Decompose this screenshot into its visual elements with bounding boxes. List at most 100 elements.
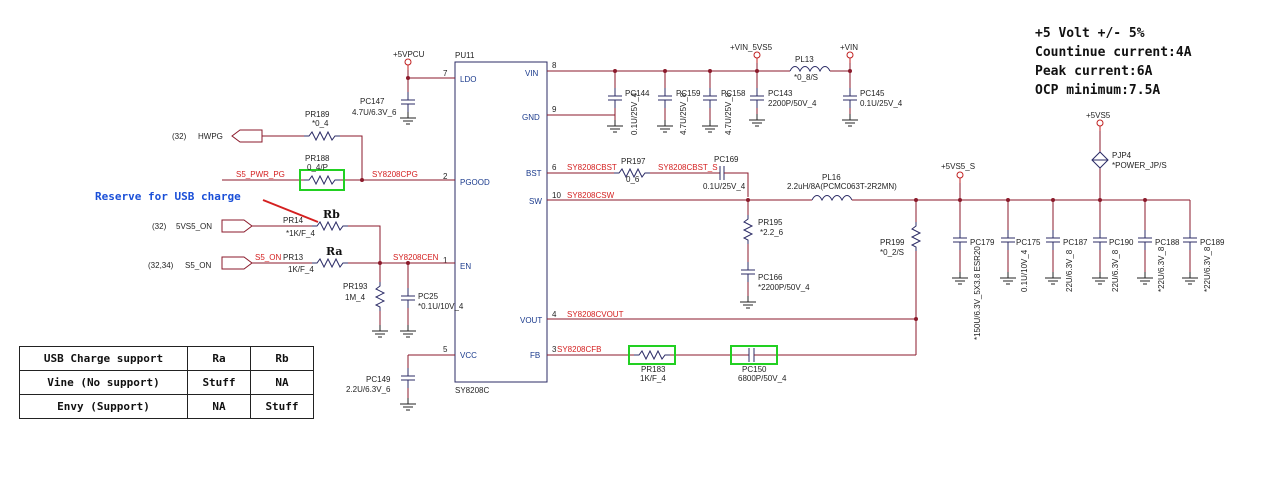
ground-icon [1091, 271, 1109, 285]
resistor-icon [303, 131, 341, 141]
pjp4-val: *POWER_JP/S [1112, 161, 1167, 170]
hwpg-port-icon [231, 129, 263, 143]
pr193-val: 1M_4 [345, 293, 366, 302]
rail-5vs5-s: +5VS5_S [941, 162, 975, 171]
ground-icon [606, 119, 624, 133]
pc149-val: 2.2U/6.3V_6 [346, 385, 391, 394]
table-cell: Rb [250, 346, 314, 371]
pin-num-9: 9 [552, 105, 557, 114]
net-s5-on: S5_ON [255, 253, 281, 262]
usb-charge-table: USB Charge support Ra Rb Vine (No suppor… [19, 346, 314, 419]
ground-icon [371, 324, 389, 338]
capacitor-icon [400, 287, 416, 309]
spec-continuous-current: Countinue current:4A [1035, 45, 1192, 60]
pl16-ref: PL16 [822, 173, 841, 182]
pc150-val: 6800P/50V_4 [738, 374, 787, 383]
junction-dot [613, 69, 617, 73]
pr193-ref: PR193 [343, 282, 368, 291]
pin-name-vin: VIN [525, 69, 539, 78]
power-symbol-icon [404, 58, 412, 71]
power-symbol-icon [956, 171, 964, 184]
capacitor-icon [400, 91, 416, 113]
table-cell: NA [187, 394, 251, 419]
junction-dot [1051, 198, 1055, 202]
hwpg-ref: (32) [172, 132, 187, 141]
table-cell: Envy (Support) [19, 394, 188, 419]
pin-name-sw: SW [529, 197, 542, 206]
junction-dot [360, 178, 364, 182]
power-symbol-icon [753, 51, 761, 64]
net-sy8208cpg: SY8208CPG [372, 170, 418, 179]
resistor-icon [311, 258, 349, 268]
pc190-ref: PC190 [1109, 238, 1134, 247]
pjp4-ref: PJP4 [1112, 151, 1132, 160]
capacitor-icon [748, 348, 755, 362]
table-row: Envy (Support) NA Stuff [19, 394, 314, 419]
capacitor-icon [842, 87, 858, 109]
ground-icon [399, 324, 417, 338]
pc145-ref: PC145 [860, 89, 885, 98]
highlight-pc150 [730, 345, 778, 365]
pl13-val: *0_8/S [794, 73, 818, 82]
wire [614, 71, 758, 88]
ground-icon [748, 113, 766, 127]
rail-5vpcu: +5VPCU [393, 50, 425, 59]
pc188-val: *22U/6.3V_8 [1157, 246, 1166, 292]
rb-label: Rb [323, 208, 340, 221]
ground-icon [841, 113, 859, 127]
vs5-on-port-icon [221, 219, 253, 233]
pr199-ref: PR199 [880, 238, 905, 247]
net-sy8208cfb: SY8208CFB [557, 345, 601, 354]
junction-dot [708, 69, 712, 73]
junction-dot [958, 198, 962, 202]
ground-icon [701, 119, 719, 133]
resistor-icon [633, 350, 671, 360]
pc150-ref: PC150 [742, 365, 767, 374]
s5-on-port-icon [221, 256, 253, 270]
resistor-icon [375, 281, 385, 312]
pin-name-gnd: GND [522, 113, 540, 122]
pc147-val: 4.7U/6.3V_6 [352, 108, 397, 117]
pin-name-vout: VOUT [520, 316, 542, 325]
net-sy8208cen: SY8208CEN [393, 253, 439, 262]
junction-dot [914, 317, 918, 321]
wire [724, 172, 749, 197]
capacitor-icon [1000, 229, 1016, 251]
jumper-icon [1091, 151, 1109, 169]
pin-name-fb: FB [530, 351, 540, 360]
resistor-icon [303, 175, 341, 185]
junction-dot [1006, 198, 1010, 202]
junction-dot [406, 76, 410, 80]
pr13-ref: PR13 [283, 253, 304, 262]
pc188-ref: PC188 [1155, 238, 1180, 247]
capacitor-icon [749, 87, 765, 109]
pin-num-2: 2 [443, 172, 448, 181]
pin-name-pgood: PGOOD [460, 178, 490, 187]
output-capacitors [951, 200, 1199, 285]
table-cell: Stuff [250, 394, 314, 419]
ground-icon [399, 397, 417, 411]
pc187-ref: PC187 [1063, 238, 1088, 247]
junction-dot [1143, 198, 1147, 202]
pc158-ref: PC158 [721, 89, 746, 98]
pc143-ref: PC143 [768, 89, 793, 98]
pin-num-3: 3 [552, 345, 557, 354]
resistor-icon [911, 221, 921, 252]
pin-name-vcc: VCC [460, 351, 477, 360]
ic-body [454, 61, 548, 383]
pr199-val: *0_2/S [880, 248, 904, 257]
pr197-ref: PR197 [621, 157, 646, 166]
rail-vin: +VIN [840, 43, 858, 52]
pin-name-ldo: LDO [460, 75, 476, 84]
pc179-val: *150U/6.3V_5X3.8 ESR20 [973, 246, 982, 340]
pc25-ref: PC25 [418, 292, 439, 301]
table-row: Vine (No support) Stuff NA [19, 370, 314, 395]
pl13-ref: PL13 [795, 55, 814, 64]
pr189-val: *0_4 [312, 119, 329, 128]
pr14-ref: PR14 [283, 216, 304, 225]
ra-label: Ra [326, 245, 343, 258]
ic-part: SY8208C [455, 386, 489, 395]
capacitor-icon [952, 229, 968, 251]
pc158-val: 4.7U/25V_8 [724, 92, 733, 135]
pc175-val: 0.1U/10V_4 [1020, 249, 1029, 292]
